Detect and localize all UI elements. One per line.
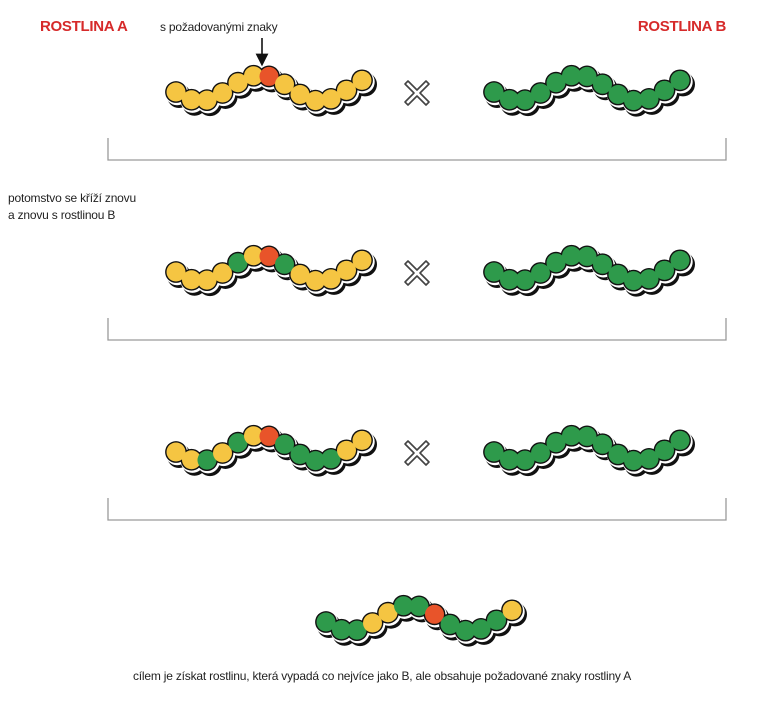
plant-a-chromosome — [165, 65, 377, 117]
chromosome-bead — [671, 431, 690, 450]
desired-traits-label: s požadovanými znaky — [160, 19, 277, 36]
chromosome-bead — [531, 443, 550, 462]
chromosome-bead — [213, 263, 232, 282]
cross-x-icon — [405, 441, 429, 465]
chromosome-bead — [593, 255, 612, 274]
backcross-note: potomstvo se kříží znovu a znovu s rostl… — [8, 190, 136, 224]
chromosome-bead — [671, 71, 690, 90]
goal-caption: cílem je získat rostlinu, která vypadá c… — [0, 668, 764, 685]
chromosome-bead — [671, 251, 690, 270]
offspring-bracket — [108, 318, 726, 340]
chromosome-bead — [275, 255, 294, 274]
plant-a-title: ROSTLINA A — [40, 18, 128, 35]
offspring-bracket — [108, 138, 726, 160]
backcross-note-line-1: potomstvo se kříží znovu — [8, 190, 136, 207]
chromosome-bead — [531, 83, 550, 102]
chromosome-bead — [425, 605, 444, 624]
cross-x-icon — [405, 81, 429, 105]
chromosome-bead — [353, 251, 372, 270]
plant-b-chromosome — [483, 65, 695, 117]
chromosome-bead — [213, 443, 232, 462]
chromosome-bead — [503, 601, 522, 620]
chromosome-bead — [353, 71, 372, 90]
plant-b-chromosome — [483, 425, 695, 477]
plant-a-chromosome — [165, 425, 377, 477]
cross-x-icon — [405, 261, 429, 285]
chromosome-bead — [593, 75, 612, 94]
plant-b-chromosome — [483, 245, 695, 297]
backcross-note-line-2: a znovu s rostlinou B — [8, 207, 136, 224]
result-chromosome — [315, 595, 527, 647]
offspring-bracket — [108, 498, 726, 520]
chromosome-bead — [353, 431, 372, 450]
chromosome-bead — [363, 613, 382, 632]
chromosome-bead — [593, 435, 612, 454]
plant-a-chromosome — [165, 245, 377, 297]
chromosome-bead — [213, 83, 232, 102]
plant-b-title: ROSTLINA B — [638, 18, 726, 35]
chromosome-bead — [275, 435, 294, 454]
chromosome-bead — [275, 75, 294, 94]
chromosome-bead — [531, 263, 550, 282]
